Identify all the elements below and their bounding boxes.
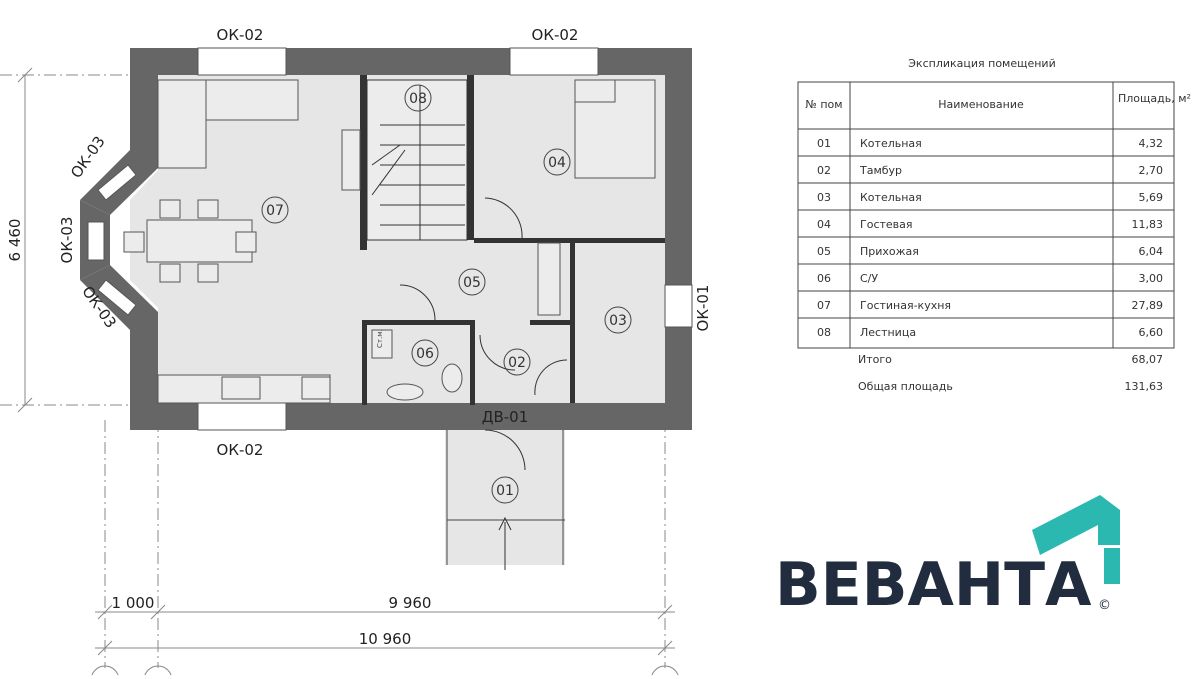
row-num: 07 — [817, 299, 831, 312]
row-name: Лестница — [860, 326, 916, 339]
header-name: Наименование — [938, 98, 1024, 111]
row-area: 6,60 — [1139, 326, 1164, 339]
brand-name: ВЕВАНТА — [775, 550, 1092, 620]
window-label: ОК-02 — [532, 26, 579, 44]
copyright-symbol: © — [1098, 598, 1111, 613]
room-number: 06 — [416, 346, 434, 362]
row-name: Прихожая — [860, 245, 919, 258]
row-num: 08 — [817, 326, 831, 339]
row-name: С/У — [860, 272, 878, 285]
table-grid — [797, 81, 1175, 349]
dimension-inner: 9 960 — [389, 594, 432, 612]
porch-steps — [446, 430, 565, 565]
row-num: 04 — [817, 218, 831, 231]
row-num: 02 — [817, 164, 831, 177]
axis-bubbles — [90, 665, 680, 679]
total-value: 68,07 — [1132, 353, 1164, 366]
gross-value: 131,63 — [1125, 380, 1164, 393]
windows — [87, 47, 693, 431]
row-num: 05 — [817, 245, 831, 258]
gross-label: Общая площадь — [858, 380, 953, 393]
row-area: 4,32 — [1139, 137, 1164, 150]
room-number: 08 — [409, 91, 427, 107]
row-name: Котельная — [860, 191, 922, 204]
header-num: № пом — [805, 98, 842, 111]
wc-label: Ст.м. — [376, 329, 384, 348]
row-num: 06 — [817, 272, 831, 285]
row-num: 03 — [817, 191, 831, 204]
dimension-lines — [0, 67, 675, 668]
room-number: 02 — [508, 355, 526, 371]
door-label: ДВ-01 — [482, 408, 529, 426]
house-roof-icon — [1032, 495, 1120, 584]
row-area: 11,83 — [1132, 218, 1164, 231]
table-rows: 01 Котельная 4,32 02 Тамбур 2,70 03 Коте… — [817, 137, 1163, 339]
room-number: 01 — [496, 483, 514, 499]
inner-walls — [360, 75, 665, 405]
row-name: Тамбур — [859, 164, 902, 177]
room-number: 05 — [463, 275, 481, 291]
room-number: 04 — [548, 155, 566, 171]
room-number: 03 — [609, 313, 627, 329]
dimension-height: 6 460 — [6, 219, 24, 262]
window-label: ОК-03 — [58, 217, 76, 264]
row-name: Котельная — [860, 137, 922, 150]
room-markers — [261, 84, 632, 504]
furniture — [123, 79, 656, 404]
staircase — [366, 79, 468, 241]
window-label: ОК-01 — [694, 285, 712, 332]
row-area: 5,69 — [1139, 191, 1164, 204]
row-num: 01 — [817, 137, 831, 150]
table-title: Экспликация помещений — [908, 57, 1056, 70]
row-area: 6,04 — [1139, 245, 1164, 258]
row-name: Гостиная-кухня — [860, 299, 951, 312]
window-label: ОК-02 — [217, 441, 264, 459]
row-area: 27,89 — [1132, 299, 1164, 312]
row-area: 2,70 — [1139, 164, 1164, 177]
doors — [399, 197, 568, 570]
dimension-porch: 1 000 — [112, 594, 155, 612]
header-area: Площадь, м² — [1118, 92, 1191, 105]
room-number: 07 — [266, 203, 284, 219]
window-label: ОК-02 — [217, 26, 264, 44]
row-area: 3,00 — [1139, 272, 1164, 285]
row-name: Гостевая — [860, 218, 913, 231]
dimension-total: 10 960 — [359, 630, 412, 648]
total-label: Итого — [858, 353, 892, 366]
